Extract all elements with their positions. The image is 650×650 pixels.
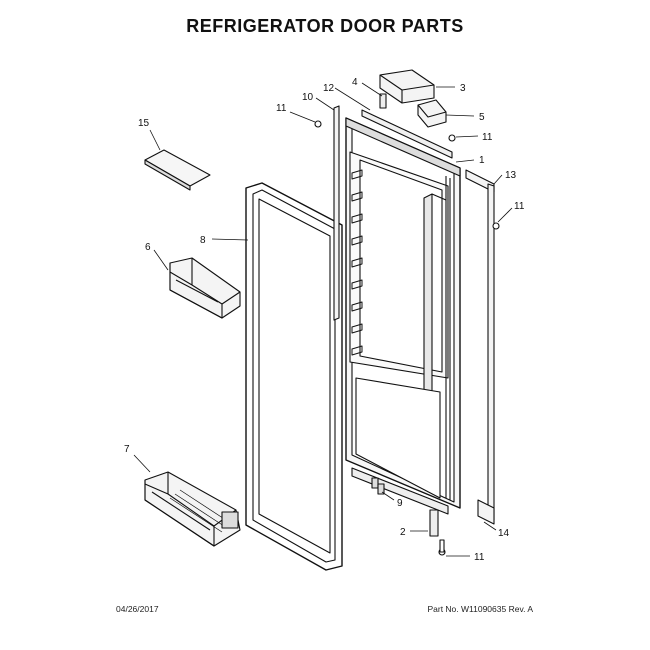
page-title: REFRIGERATOR DOOR PARTS (186, 16, 464, 36)
part-8-door-gasket (245, 182, 343, 571)
part-7-door-bin (144, 471, 241, 547)
callout-1: 1 (479, 155, 485, 166)
part-2-hinge-pin (429, 509, 439, 537)
part-13-side-trim (465, 169, 495, 521)
callout-11-d: 11 (474, 552, 485, 563)
callout-5: 5 (479, 112, 485, 123)
part-3-handle-cover (379, 69, 435, 104)
callout-11-b: 11 (482, 132, 493, 143)
footer-part-number: Part No. W11090635 Rev. A (427, 604, 533, 614)
part-9-bottom-bracket (351, 467, 449, 515)
footer-date: 04/26/2017 (116, 604, 159, 614)
callout-15: 15 (138, 118, 150, 129)
part-4-hinge-pin (379, 93, 387, 109)
callout-10: 10 (302, 92, 314, 103)
callout-6: 6 (145, 242, 151, 253)
callout-labels: 15 6 7 8 11 10 12 4 3 5 11 1 13 11 9 2 1… (124, 77, 525, 563)
callout-12: 12 (323, 83, 335, 94)
part-11-screws (314, 120, 500, 556)
part-10-trim (333, 105, 340, 321)
callout-14: 14 (498, 528, 510, 539)
callout-9: 9 (397, 498, 403, 509)
part-14-bottom-trim (477, 499, 495, 525)
callout-11-c: 11 (514, 201, 525, 212)
callout-11-a: 11 (276, 103, 287, 114)
part-6-door-bin (169, 257, 241, 319)
part-12-top-strip (361, 109, 453, 159)
callout-8: 8 (200, 235, 206, 246)
part-5-bracket (417, 99, 447, 128)
part-15-panel (144, 149, 211, 191)
callout-4: 4 (352, 77, 358, 88)
callout-2: 2 (400, 527, 406, 538)
callout-13: 13 (505, 170, 517, 181)
callout-7: 7 (124, 444, 130, 455)
callout-3: 3 (460, 83, 466, 94)
part-1-door-liner (345, 117, 461, 509)
leader-lines (133, 82, 513, 557)
